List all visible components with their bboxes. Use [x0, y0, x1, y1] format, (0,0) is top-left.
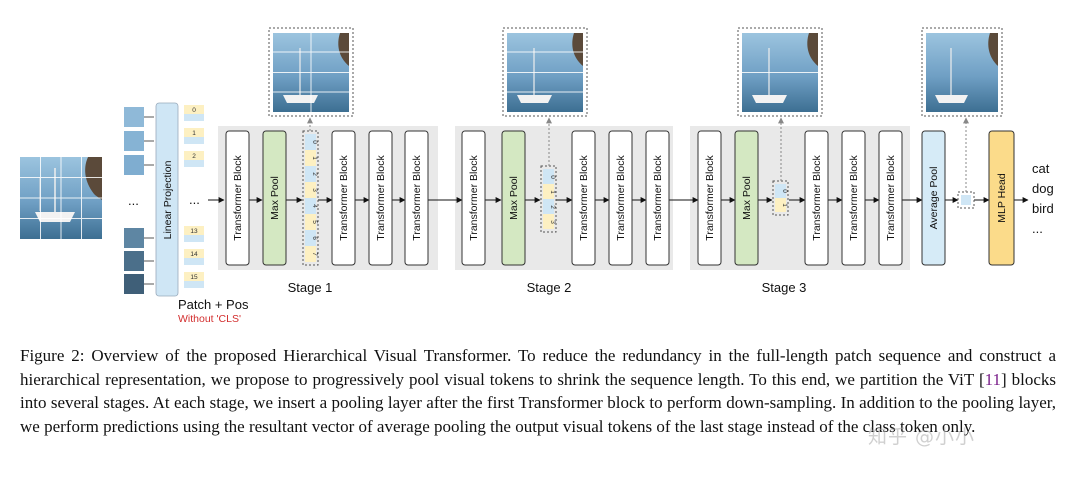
input-image [20, 157, 102, 239]
architecture-figure: ... Linear Projection 0 1 2 13 14 15 ...… [20, 27, 1054, 325]
stage3-pooled-tokens: 0 1 [772, 180, 789, 216]
citation-link[interactable]: 11 [984, 369, 1001, 389]
token-index: 6 [311, 236, 318, 240]
token-index: 1 [311, 156, 318, 160]
token-index: 1 [192, 130, 196, 137]
token-index: 0 [549, 175, 556, 179]
transformer-block-label: Transformer Block [232, 155, 244, 241]
transformer-block [225, 130, 250, 266]
transformer-block-label: Transformer Block [885, 155, 897, 241]
token-index: 2 [311, 172, 318, 176]
token-index: 3 [311, 188, 318, 192]
max-pool-block [262, 130, 287, 266]
transformer-block [571, 130, 596, 266]
transformer-block-label: Transformer Block [338, 155, 350, 241]
transformer-block-label: Transformer Block [578, 155, 590, 241]
token-index: 0 [192, 107, 196, 114]
transformer-block-label: Transformer Block [652, 155, 664, 241]
transformer-block [645, 130, 670, 266]
max-pool-label: Max Pool [269, 176, 281, 220]
token-index: 2 [192, 153, 196, 160]
average-pool-block [921, 130, 946, 266]
stage2-pooled-tokens: 0 1 2 3 [540, 165, 557, 233]
mlp-head-label: MLP Head [996, 173, 1008, 223]
transformer-block-label: Transformer Block [615, 155, 627, 241]
stage-1-label: Stage 1 [288, 280, 333, 295]
class-label: cat [1032, 161, 1050, 176]
transformer-block [331, 130, 356, 266]
max-pool-label: Max Pool [508, 176, 520, 220]
input-tokens: 0 1 2 13 14 15 [184, 105, 204, 288]
transformer-block-label: Transformer Block [848, 155, 860, 241]
stage1-pooled-tokens: 0 1 2 3 4 5 6 7 [302, 130, 319, 266]
token-index: 7 [311, 252, 318, 256]
stage-3-label: Stage 3 [762, 280, 807, 295]
transformer-block-label: Transformer Block [375, 155, 387, 241]
token-index: 1 [781, 203, 788, 207]
linear-projection-label: Linear Projection [162, 160, 174, 239]
pooled-vector [961, 195, 971, 205]
token-index: 3 [549, 220, 556, 224]
token-index: 15 [190, 274, 198, 281]
caption-text-2: ] blocks into several stages. At each st… [20, 369, 1056, 436]
transformer-block [841, 130, 866, 266]
transformer-block [608, 130, 633, 266]
patch-pos-label: Patch + Pos [178, 297, 249, 312]
without-cls-label: Without 'CLS' [178, 313, 241, 325]
max-pool-block [734, 130, 759, 266]
input-ellipsis: ... [128, 193, 139, 208]
transformer-block [461, 130, 486, 266]
figure-caption: Figure 2: Overview of the proposed Hiera… [20, 344, 1056, 438]
token-index: 0 [781, 189, 788, 193]
token-ellipsis: ... [189, 192, 200, 207]
class-label: dog [1032, 181, 1054, 196]
class-label: bird [1032, 201, 1054, 216]
token-index: 0 [311, 140, 318, 144]
token-index: 14 [190, 251, 198, 258]
caption-text-1: Figure 2: Overview of the proposed Hiera… [20, 346, 1056, 389]
token-index: 13 [190, 228, 198, 235]
transformer-block-label: Transformer Block [704, 155, 716, 241]
patch-column [124, 107, 154, 294]
token-index: 1 [549, 190, 556, 194]
transformer-block [697, 130, 722, 266]
stage-2-region [455, 126, 673, 270]
stage-2-label: Stage 2 [527, 280, 572, 295]
transformer-block-label: Transformer Block [811, 155, 823, 241]
feature-thumbnails [268, 27, 1003, 192]
linear-projection-block [155, 102, 179, 297]
token-index: 4 [311, 204, 318, 208]
transformer-block [878, 130, 903, 266]
token-index: 5 [311, 220, 318, 224]
token-index: 2 [549, 205, 556, 209]
transformer-block [368, 130, 393, 266]
class-label: ... [1032, 221, 1043, 236]
output-classes: cat dog bird ... [1032, 161, 1054, 236]
transformer-block [804, 130, 829, 266]
watermark: 知乎 @小小 [868, 426, 976, 448]
stage-3-region [690, 126, 910, 270]
transformer-block-label: Transformer Block [468, 155, 480, 241]
transformer-block [404, 130, 429, 266]
max-pool-block [501, 130, 526, 266]
mlp-head-block [988, 130, 1015, 266]
average-pool-label: Average Pool [928, 167, 940, 230]
max-pool-label: Max Pool [741, 176, 753, 220]
transformer-block-label: Transformer Block [411, 155, 423, 241]
